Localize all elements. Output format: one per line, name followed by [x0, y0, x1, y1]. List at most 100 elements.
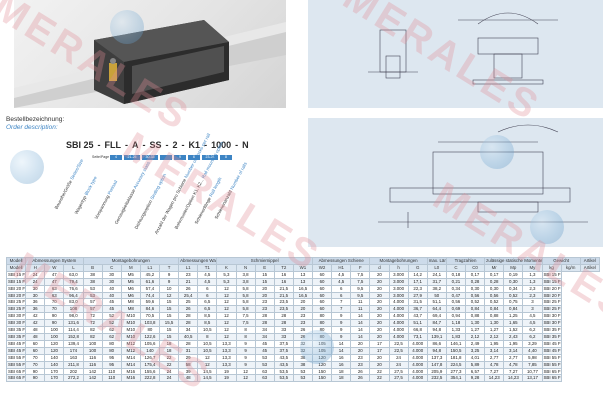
order-heading-en: Order description:: [6, 124, 58, 131]
table-cell: 45: [254, 339, 275, 348]
table-cell: 12: [235, 367, 256, 376]
table-cell: 40,5: [178, 332, 199, 341]
table-cell: 4,78: [484, 360, 505, 369]
table-cell: M16: [120, 374, 141, 383]
table-cell: 170: [44, 367, 65, 376]
table-cell: 0,84: [503, 305, 524, 314]
table-group-cell: Gewicht: [541, 257, 581, 265]
table-cell: 5,8: [235, 284, 256, 293]
table-header-cell: W2: [311, 263, 333, 272]
table-cell: 4.000: [388, 332, 409, 341]
table-cell: 28: [254, 312, 275, 321]
table-cell: 181,8: [445, 353, 467, 362]
table-cell: 13: [292, 270, 314, 279]
table-cell: 5,89: [464, 360, 486, 369]
table-cell: M8: [120, 298, 141, 307]
table-cell: 63: [254, 367, 275, 376]
table-cell: 53: [82, 291, 103, 300]
table-cell: 80: [311, 312, 333, 321]
table-cell: 52: [101, 312, 122, 321]
table-cell: 25,4: [178, 291, 199, 300]
table-header-cell: M: [120, 263, 141, 272]
table-cell: 12: [216, 332, 237, 341]
table-cell: 155,6: [139, 367, 161, 376]
table-cell: 13,3: [216, 353, 237, 362]
table-cell: 14: [350, 332, 371, 341]
table-cell: 16: [331, 353, 352, 362]
table-cell: SBI 15 FL: [541, 270, 562, 279]
table-cell: 33: [273, 326, 294, 334]
table-cell: M6: [120, 291, 141, 300]
product-photo: [14, 0, 286, 108]
table-cell: 0,34: [503, 284, 524, 293]
table-cell: 53: [292, 367, 314, 376]
table-cell: 30: [101, 270, 122, 279]
table-cell: SBI 15 FLL: [5, 277, 27, 286]
table-cell: 2,3: [522, 284, 543, 293]
table-cell: 22: [158, 360, 180, 369]
table-cell: 60: [311, 305, 333, 314]
table-cell: SBI 20 FLL: [541, 291, 562, 300]
table-cell: 53,5: [273, 374, 294, 383]
table-cell: 0,30: [484, 284, 505, 293]
table-cell: 14: [350, 312, 371, 321]
table-cell: SBI 45 FLL: [5, 346, 27, 355]
table-cell: 24,1: [426, 270, 447, 279]
table-cell: 50: [426, 291, 447, 300]
table-cell: 19: [216, 374, 237, 383]
table-cell: 3.000: [388, 291, 409, 300]
table-cell: 7,5: [235, 319, 256, 328]
table-cell: 7,5: [350, 277, 371, 286]
table-cell: 31: [178, 346, 199, 355]
table-header-cell: K: [216, 263, 237, 272]
table-group-cell: Modell: [5, 257, 27, 265]
table-cell: 23: [254, 305, 275, 314]
table-cell: 20: [350, 346, 371, 355]
table-cell: 70: [25, 353, 46, 362]
table-cell: 45: [101, 298, 122, 307]
table-cell: 21,5: [273, 284, 294, 293]
table-group-cell: Tragzahlen: [445, 257, 486, 265]
table-cell: 47: [44, 270, 65, 279]
table-cell: 10,5: [197, 346, 218, 355]
table-header-cell: L1: [178, 263, 199, 272]
table-cell: 4,40: [522, 346, 543, 355]
table-cell: 6,5: [197, 298, 218, 307]
table-cell: 83,0: [63, 298, 84, 307]
table-cell: 20: [369, 284, 390, 293]
table-cell: 47: [44, 277, 65, 286]
table-cell: 84,6: [139, 305, 161, 314]
code-sep: -: [204, 140, 208, 150]
table-group-cell: Artikel: [579, 257, 601, 265]
table-cell: 1,25: [503, 312, 524, 321]
table-cell: 22: [369, 367, 390, 376]
table-cell: SBI 30 FL: [541, 312, 562, 321]
table-cell: 60: [25, 339, 46, 348]
table-cell: 12: [158, 291, 180, 300]
table-cell: 12: [197, 353, 218, 362]
table-cell: 38: [82, 270, 103, 279]
table-cell: 1,27: [464, 326, 486, 334]
table-cell: 96,4: [63, 291, 84, 300]
table-cell: 142: [82, 367, 103, 376]
table-cell: 31,7: [426, 277, 447, 286]
order-label: Wagentyp Block type: [73, 175, 98, 215]
table-cell: 1,83: [445, 332, 467, 341]
table-cell: 142: [82, 374, 103, 383]
page-box: 23-24: [202, 155, 218, 160]
table-cell: 14: [350, 326, 371, 334]
table-cell: 36: [25, 298, 46, 307]
table-cell: 1,30: [484, 319, 505, 328]
table-cell: 42: [25, 312, 46, 321]
table-cell: 3: [522, 305, 543, 314]
table-cell: 80: [311, 319, 333, 328]
table-cell: 163: [63, 353, 84, 362]
table-header-cell: Artikel: [579, 263, 601, 272]
table-cell: 105,6: [139, 339, 161, 348]
table-cell: 29: [178, 353, 199, 362]
table-cell: SBI 30 FLL: [541, 319, 562, 328]
table-header-cell: H: [25, 263, 46, 272]
